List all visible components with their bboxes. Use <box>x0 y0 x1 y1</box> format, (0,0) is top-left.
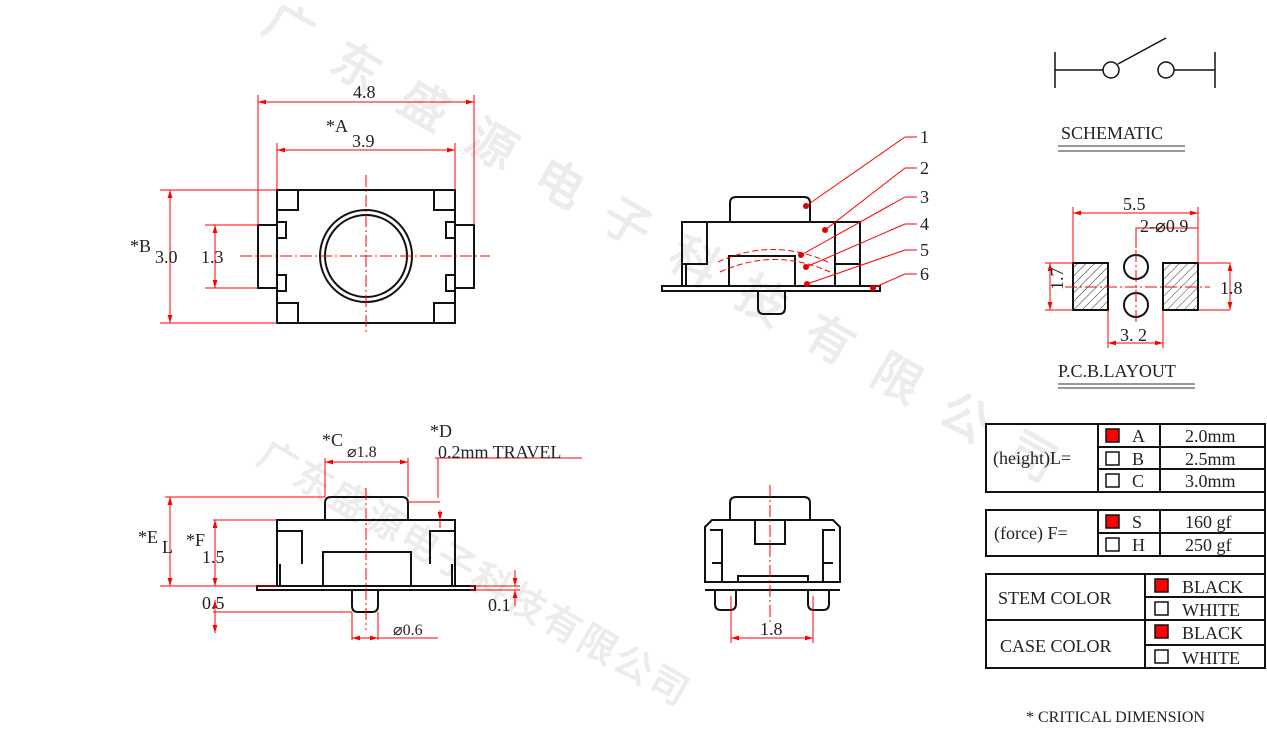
dim-leg: 0.5 <box>202 593 225 613</box>
dim-f-value: 1.5 <box>202 547 225 567</box>
pcb-width: 5.5 <box>1123 194 1146 214</box>
height-option-c-checkbox[interactable] <box>1105 473 1120 488</box>
pcb-height-right: 1.8 <box>1220 278 1243 298</box>
dim-bottom-width: 1.8 <box>760 619 783 639</box>
option-tables: (height)L= (force) F= STEM COLOR CASE CO… <box>985 423 1266 669</box>
dim-b-label: *B <box>130 236 151 256</box>
pcb-layout: 5.5 2-⌀0.9 1.7 1.8 3. 2 P.C.B.LAYOUT <box>1045 194 1243 389</box>
case-color-black-checkbox[interactable] <box>1154 624 1169 639</box>
callout-5: 5 <box>920 240 929 260</box>
watermark: 广东盛源电子科技有限公司 <box>251 432 699 716</box>
side-view: 1 2 3 4 5 6 <box>661 127 929 315</box>
dim-flange: 0.1 <box>488 595 511 615</box>
schematic: SCHEMATIC <box>1054 37 1216 152</box>
height-label: (height)L= <box>993 448 1071 469</box>
pcb-height-left: 1.7 <box>1047 268 1067 291</box>
height-option-value: 2.0mm <box>1185 426 1236 446</box>
callout-6: 6 <box>920 264 929 284</box>
dim-f-label: *F <box>186 530 205 550</box>
stem-color-white-checkbox[interactable] <box>1154 601 1169 616</box>
height-option-value: 3.0mm <box>1185 471 1236 491</box>
height-option-b-checkbox[interactable] <box>1105 451 1120 466</box>
pcb-holes: 2-⌀0.9 <box>1140 216 1188 236</box>
callout-1: 1 <box>920 127 929 147</box>
dim-a-label: *A <box>326 116 348 136</box>
force-option-s-checkbox[interactable] <box>1105 514 1120 529</box>
height-option-code: C <box>1132 471 1144 491</box>
critical-dimension-note: * CRITICAL DIMENSION <box>1026 709 1205 726</box>
callout-4: 4 <box>920 214 929 234</box>
pcb-title: P.C.B.LAYOUT <box>1058 361 1176 381</box>
height-option-value: 2.5mm <box>1185 449 1236 469</box>
case-color-option: BLACK <box>1182 623 1243 643</box>
callout-3: 3 <box>920 187 929 207</box>
end-view: 1.8 <box>704 485 841 643</box>
stem-color-black-checkbox[interactable] <box>1154 578 1169 593</box>
stem-color-label: STEM COLOR <box>998 588 1112 608</box>
case-color-label: CASE COLOR <box>1000 636 1112 656</box>
dim-c-value: ⌀1.8 <box>347 444 377 461</box>
top-view: 4.8 *A 3.9 *B 3.0 1.3 <box>130 82 490 335</box>
height-option-a-checkbox[interactable] <box>1105 428 1120 443</box>
force-option-value: 250 gf <box>1185 535 1232 555</box>
dim-e-label: *E <box>138 527 158 547</box>
dim-c-label: *C <box>322 430 343 450</box>
dim-d-label: *D <box>430 421 452 441</box>
travel: 0.2mm TRAVEL <box>438 442 561 462</box>
callout-2: 2 <box>920 158 929 178</box>
height-option-code: B <box>1132 449 1144 469</box>
stem-color-option: BLACK <box>1182 577 1243 597</box>
stem-color-option: WHITE <box>1182 600 1240 620</box>
force-label: (force) F= <box>994 523 1068 544</box>
force-option-code: H <box>1132 535 1145 555</box>
force-option-code: S <box>1132 512 1142 532</box>
dim-b-value: 3.0 <box>155 247 178 267</box>
schematic-title: SCHEMATIC <box>1061 123 1163 143</box>
force-option-h-checkbox[interactable] <box>1105 537 1120 552</box>
case-color-white-checkbox[interactable] <box>1154 649 1169 664</box>
watermark: 广东盛源电子科技有限公司 <box>254 0 1093 508</box>
height-option-code: A <box>1132 426 1145 446</box>
front-view: *C ⌀1.8 *D 0.2mm TRAVEL *E L *F 1.5 0.5 … <box>138 421 582 641</box>
dim-inner: 1.3 <box>201 247 224 267</box>
force-option-value: 160 gf <box>1185 512 1232 532</box>
pcb-gap: 3. 2 <box>1120 325 1147 345</box>
case-color-option: WHITE <box>1182 648 1240 668</box>
dim-a-value: 3.9 <box>352 131 375 151</box>
dim-nub: ⌀0.6 <box>393 622 423 639</box>
dim-e-sub: L <box>162 537 173 557</box>
dim-overall: 4.8 <box>353 82 376 102</box>
